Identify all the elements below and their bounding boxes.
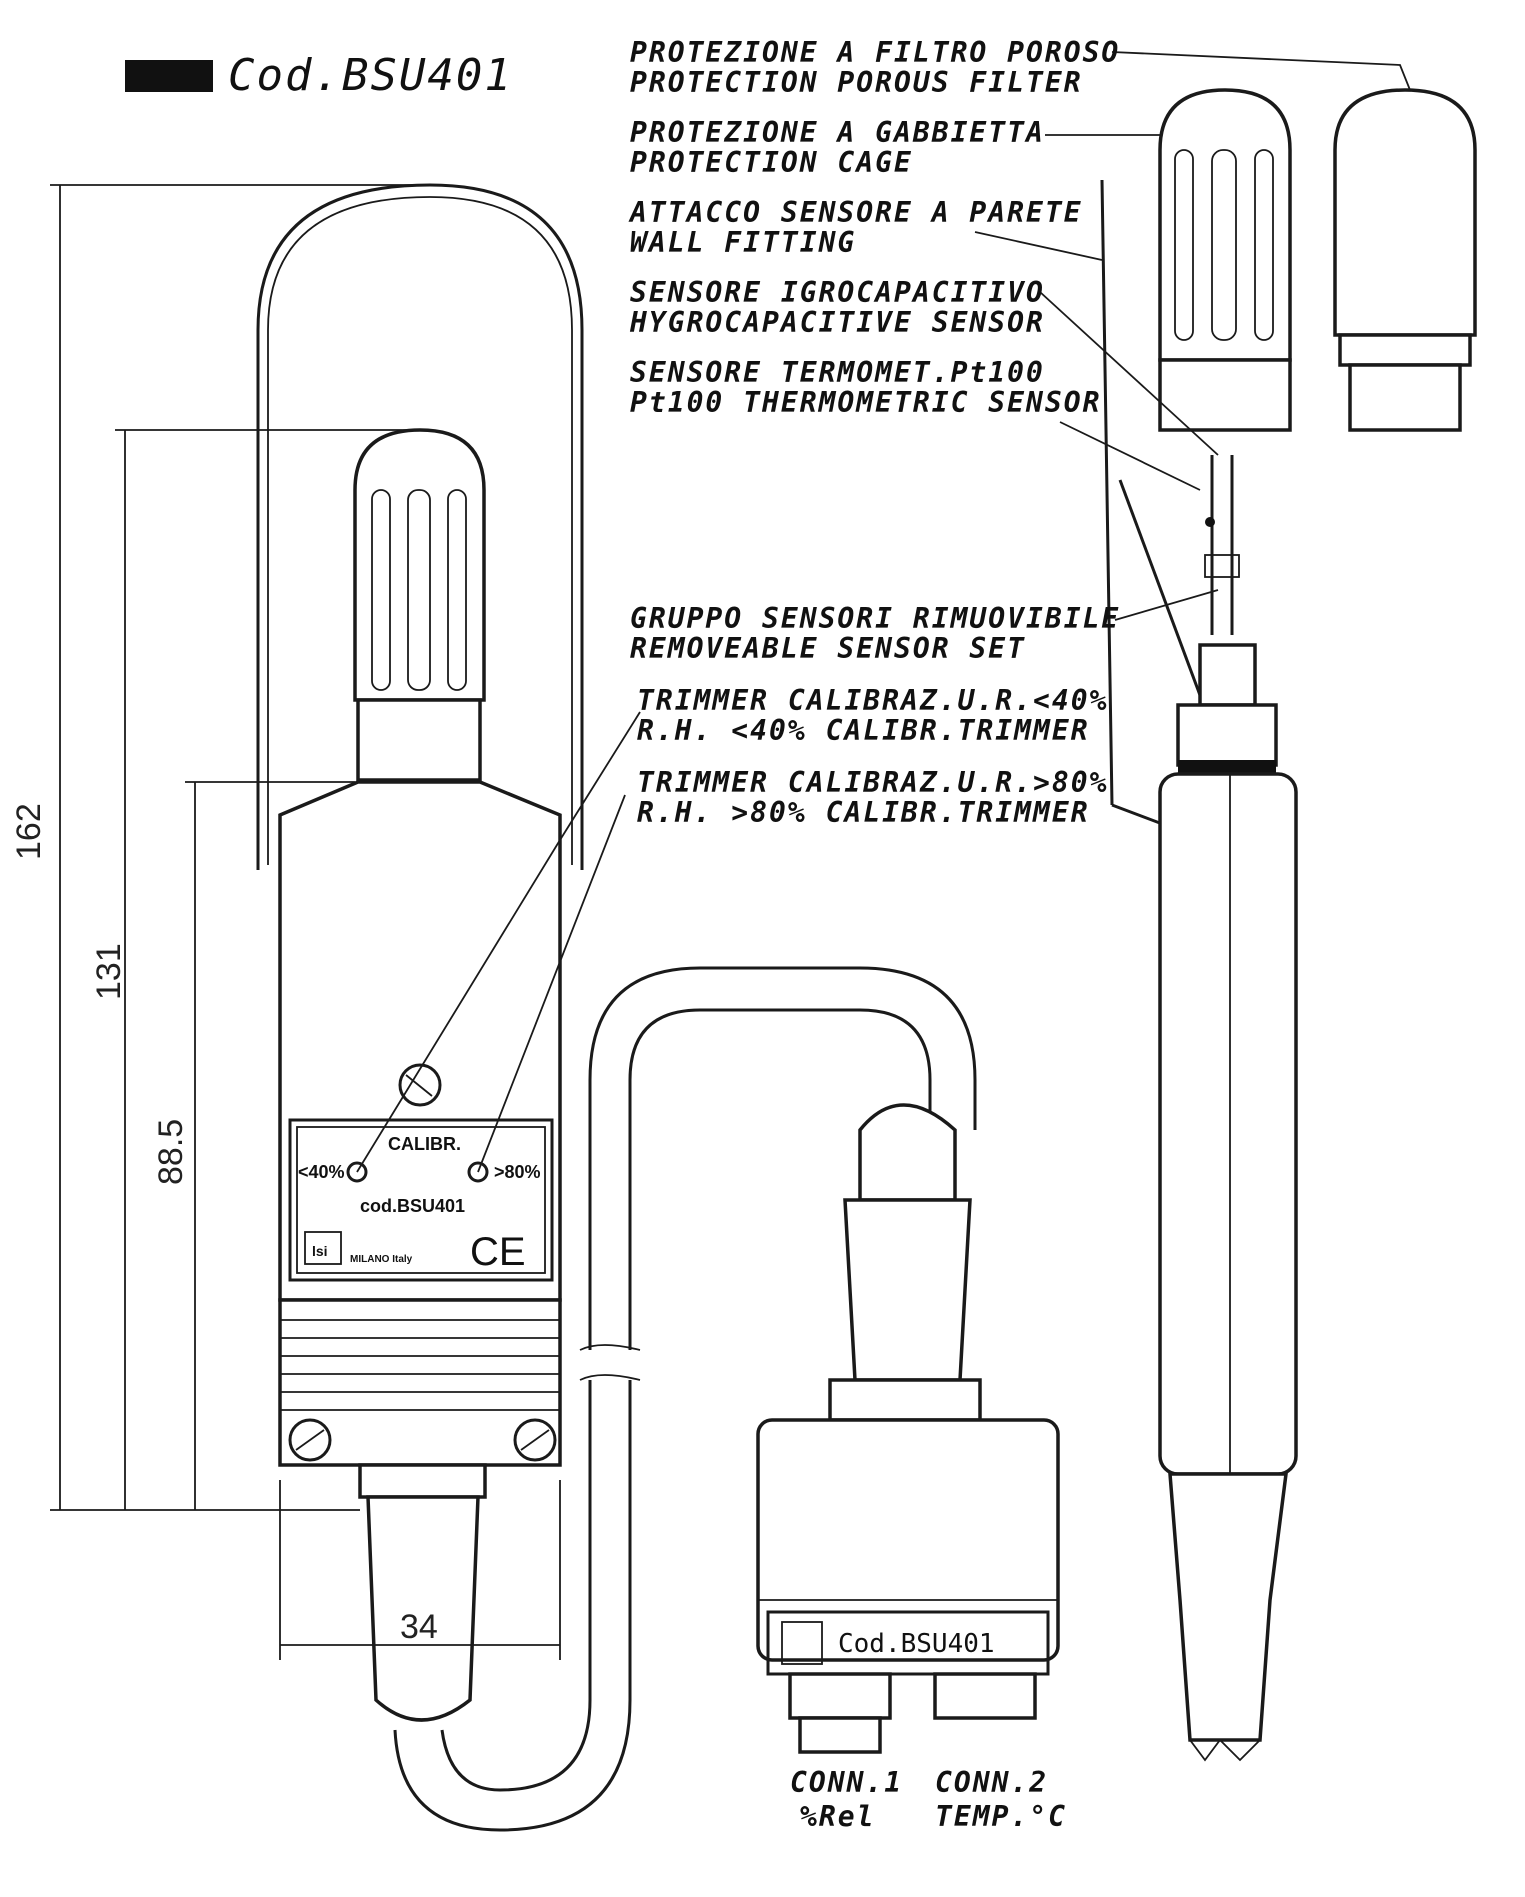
connector-boot xyxy=(843,1198,972,1382)
conn2-desc: TEMP.°C xyxy=(935,1800,1067,1833)
plate-origin: MILANO Italy xyxy=(350,1254,413,1265)
callout-labels: PROTEZIONE A FILTRO POROSO PROTECTION PO… xyxy=(628,36,1120,829)
dim-to-body: 131 xyxy=(90,943,128,1000)
cable-gland xyxy=(358,1463,487,1499)
cable-boot xyxy=(366,1495,480,1722)
callout-sensor-set-it: GRUPPO SENSORI RIMUOVIBILE xyxy=(630,602,1120,635)
calibration-plate: CALIBR. <40% >80% cod.BSU401 lsi MILANO … xyxy=(288,1118,554,1282)
conn1-name: CONN.1 xyxy=(790,1766,903,1799)
callout-pt100-it: SENSORE TERMOMET.Pt100 xyxy=(630,356,1045,389)
conn1-pins xyxy=(798,1716,882,1754)
callout-trimmer-high-it: TRIMMER CALIBRAZ.U.R.>80% xyxy=(637,766,1108,799)
probe-body xyxy=(278,780,562,1302)
callout-cage-en: PROTECTION CAGE xyxy=(630,146,913,179)
leader-lines xyxy=(356,51,1411,1173)
callout-trimmer-low-it: TRIMMER CALIBRAZ.U.R.<40% xyxy=(637,684,1108,717)
callout-cage-it: PROTEZIONE A GABBIETTA xyxy=(630,116,1045,149)
connector-boot-tip xyxy=(858,1103,957,1202)
conn2-name: CONN.2 xyxy=(935,1766,1048,1799)
cable-outer xyxy=(393,1008,932,1832)
callout-wall-fitting-it: ATTACCO SENSORE A PARETE xyxy=(628,196,1083,229)
probe-cage xyxy=(353,428,486,782)
trimmer-low-icon[interactable] xyxy=(346,1161,368,1183)
wall-bracket xyxy=(256,183,584,870)
dim-total: 162 xyxy=(10,803,48,860)
conn1-desc: %Rel xyxy=(800,1800,875,1833)
ce-mark: CE xyxy=(470,1230,526,1274)
connector-housing xyxy=(756,1418,1060,1662)
trimmer-high-icon[interactable] xyxy=(467,1161,489,1183)
dim-width: 34 xyxy=(400,1608,438,1646)
base-screw-right xyxy=(513,1418,557,1462)
code-bar-mark xyxy=(125,60,213,92)
front-screw xyxy=(398,1063,442,1107)
conn2-body xyxy=(933,1672,1037,1720)
callout-sensor-set-en: REMOVEABLE SENSOR SET xyxy=(630,632,1026,665)
connector-label-plate xyxy=(766,1610,1050,1676)
callout-hygro-sensor-it: SENSORE IGROCAPACITIVO xyxy=(630,276,1045,309)
connector-collar xyxy=(828,1378,982,1422)
callout-pt100-en: Pt100 THERMOMETRIC SENSOR xyxy=(630,386,1101,419)
connector: Cod.BSU401 xyxy=(756,1103,1060,1754)
callout-hygro-sensor-en: HYGROCAPACITIVE SENSOR xyxy=(629,306,1045,339)
sensor-pins xyxy=(1204,455,1240,635)
dim-body: 88.5 xyxy=(152,1119,190,1185)
exploded-porous-filter xyxy=(1333,88,1477,432)
dimension-lines xyxy=(50,184,561,1660)
header-code-label: Cod.BSU401 xyxy=(228,50,513,101)
plate-high-label: >80% xyxy=(494,1162,541,1182)
cable-inner xyxy=(440,966,977,1792)
plate-code-label: cod.BSU401 xyxy=(360,1196,465,1216)
callout-porous-filter-it: PROTEZIONE A FILTRO POROSO xyxy=(630,36,1120,69)
plate-low-label: <40% xyxy=(298,1162,345,1182)
callout-trimmer-high-en: R.H. >80% CALIBR.TRIMMER xyxy=(637,796,1090,829)
conn1-body xyxy=(788,1672,892,1720)
plate-logo-text: lsi xyxy=(312,1243,328,1259)
callout-wall-fitting-en: WALL FITTING xyxy=(630,226,856,259)
plate-calibr-label: CALIBR. xyxy=(388,1134,461,1154)
exploded-probe xyxy=(1158,643,1298,1762)
connector-code-label: Cod.BSU401 xyxy=(838,1629,995,1659)
callout-trimmer-low-en: R.H. <40% CALIBR.TRIMMER xyxy=(637,714,1090,747)
exploded-cage xyxy=(1158,88,1292,432)
base-screw-left xyxy=(288,1418,332,1462)
probe-ribbed-base xyxy=(278,1298,562,1467)
callout-porous-filter-en: PROTECTION POROUS FILTER xyxy=(630,66,1083,99)
connector-lsi-logo-icon xyxy=(781,1621,823,1665)
lsi-logo-icon xyxy=(304,1231,342,1265)
wall-bracket-inner xyxy=(267,196,573,865)
